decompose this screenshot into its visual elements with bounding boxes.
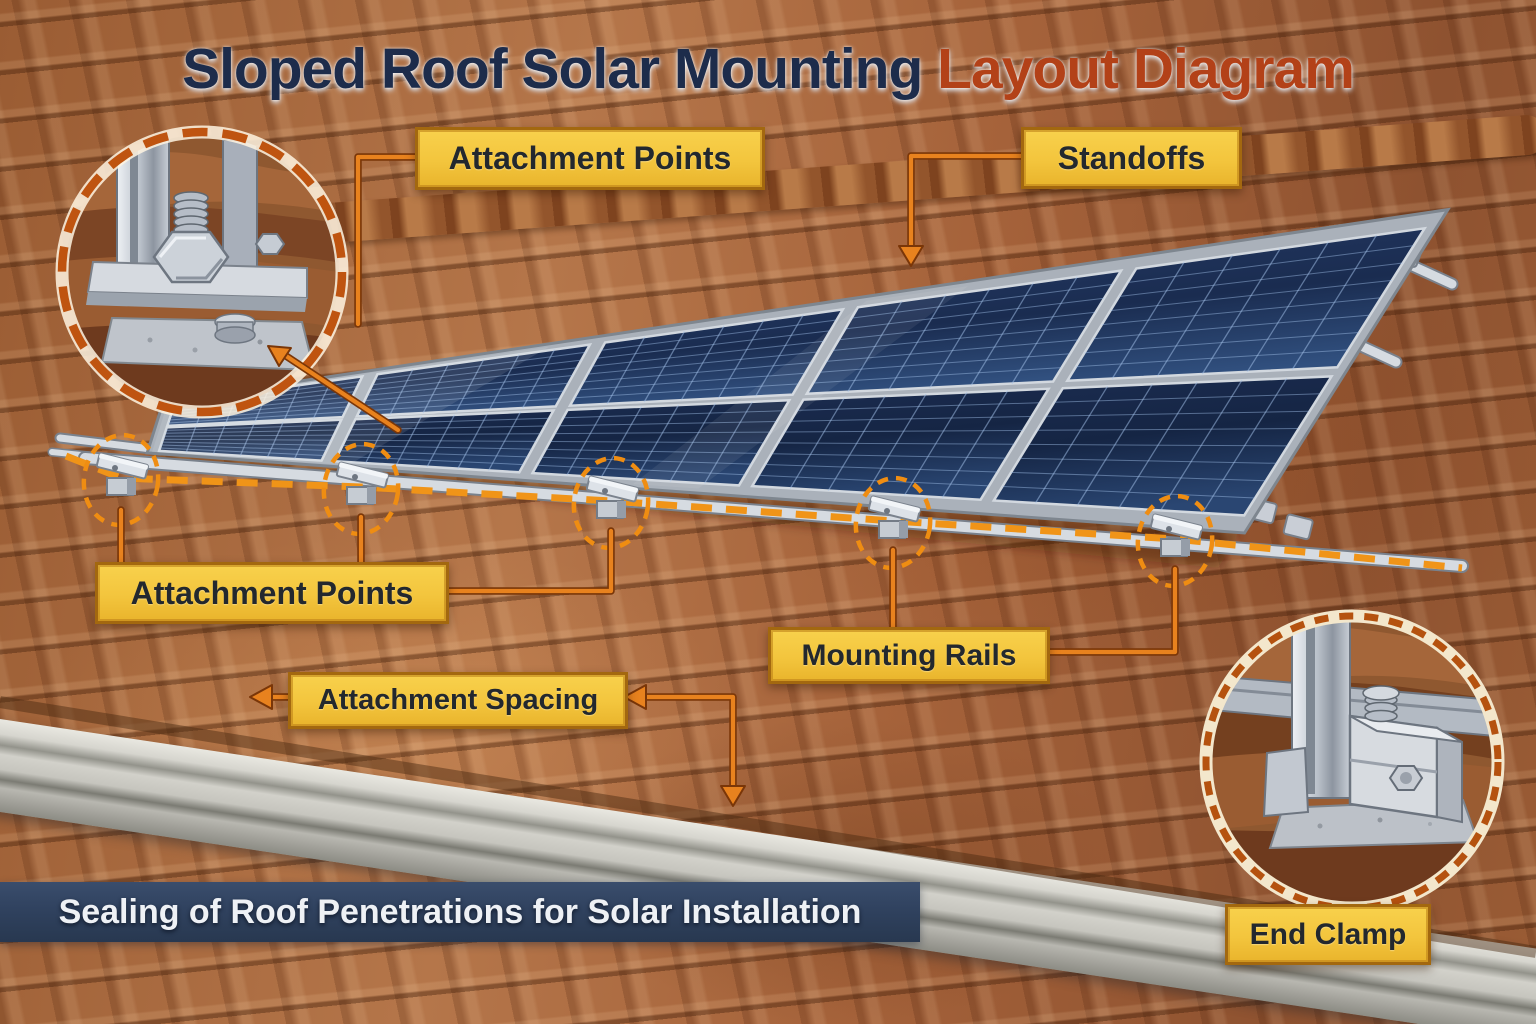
page-title: Sloped Roof Solar Mounting Layout Diagra…	[0, 36, 1536, 102]
title-primary: Sloped Roof Solar Mounting	[182, 37, 938, 101]
label-attachment-spacing: Attachment Spacing	[288, 672, 628, 729]
label-end-clamp: End Clamp	[1225, 904, 1431, 965]
dashed-circle-border	[57, 127, 347, 417]
end-clamp-detail-callout	[1199, 609, 1505, 915]
label-standoffs: Standoffs	[1021, 127, 1242, 189]
attachment-points-layer	[64, 432, 1463, 589]
attachment-point-detail-callout	[55, 125, 349, 419]
label-mounting-rails: Mounting Rails	[768, 627, 1050, 684]
bottom-banner: Sealing of Roof Penetrations for Solar I…	[0, 882, 920, 942]
title-accent: Layout Diagram	[937, 37, 1355, 101]
label-attachment-points-mid: Attachment Points	[95, 562, 449, 624]
label-attachment-points-top: Attachment Points	[415, 127, 765, 190]
connector-lines-layer	[117, 152, 1179, 807]
